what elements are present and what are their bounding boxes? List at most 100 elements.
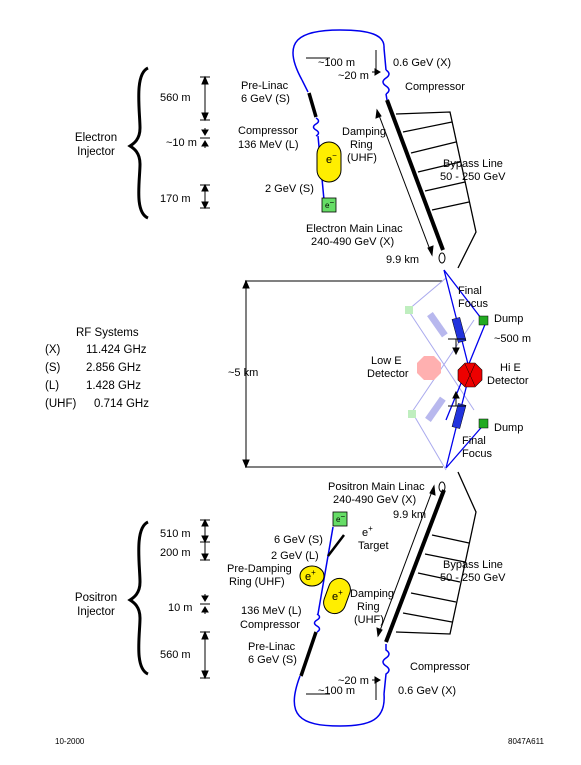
electron-top-energy: 0.6 GeV (X) [393,57,451,69]
electron-damping-label-2: Ring [350,139,373,151]
hi-e-detector-line-2 [464,363,476,387]
positron-predamping-ring [299,565,325,587]
rf-systems-title: RF Systems [76,327,139,339]
electron-main-linac [385,99,445,251]
positron-prelinac-name: Pre-Linac [248,641,296,653]
separation-label: ~500 m [494,333,531,345]
positron-bottom-energy: 0.6 GeV (X) [398,685,456,697]
positron-source-label: e− [336,512,345,524]
electron-bypass-energy: 50 - 250 GeV [440,171,506,183]
electron-ring-label: e− [326,151,337,166]
electron-top-compressor-wiggle [382,47,390,95]
electron-compressor-name: Compressor [238,125,298,137]
positron-return-loop [293,675,385,727]
positron-compressor-label: Compressor [410,661,470,673]
electron-compressor-energy: 136 MeV (L) [238,139,299,151]
positron-injector-brace [127,520,149,676]
rf-band-x: (X) [45,344,61,356]
electron-dist-560: 560 m [160,92,191,104]
positron-main-linac-name: Positron Main Linac [328,481,425,493]
electron-dimension-markers [200,75,210,210]
positron-linac-length: 9.9 km [393,509,426,521]
low-e-dump-bottom [408,410,416,418]
electron-dist-10: ~10 m [166,137,197,149]
final-focus-bottom-1: Final [462,435,486,447]
positron-top-compressor-wiggle [382,644,390,695]
footer-figure-id: 8047A611 [508,737,544,746]
electron-prelinac-name: Pre-Linac [241,80,289,92]
electron-low-compressor [312,117,320,137]
ir-span-dimension [242,279,443,469]
positron-target-label: e+ [362,524,373,539]
positron-injector-title-1: Positron [75,592,117,604]
positron-main-linac [384,489,446,643]
positron-damping-label-1: Damping [350,588,394,600]
positron-compressor-name: Compressor [240,619,300,631]
positron-bypass-line [395,471,477,635]
electron-main-linac-energy: 240-490 GeV (X) [311,236,394,248]
positron-predamping-label-1: Pre-Damping [227,563,292,575]
ir-span-label: ~5 km [228,367,258,379]
positron-bypass-name: Bypass Line [443,559,503,571]
electron-bypass-name: Bypass Line [443,158,503,170]
positron-loop-distance: ~100 m [318,685,355,697]
positron-dist-200: 200 m [160,547,191,559]
electron-damping-ring [316,141,342,183]
electron-bypass-rungs [402,121,470,211]
hi-e-dump-bottom [478,418,489,429]
positron-capture-energy: 2 GeV (L) [271,550,319,562]
positron-damping-ring-label: e+ [332,588,343,603]
dump-top-label: Dump [494,313,523,325]
rf-band-uhf: (UHF) [45,398,76,410]
positron-damping-label-3: (UHF) [354,614,384,626]
hi-e-label-1: Hi E [500,362,521,374]
electron-loop-distance: ~100 m [318,57,355,69]
positron-length-arrow [376,484,436,638]
hi-e-dump-top [478,315,489,326]
dump-bottom-label: Dump [494,422,523,434]
positron-prelinac-energy: 6 GeV (S) [248,654,297,666]
positron-injector-title-2: Injector [77,606,115,618]
electron-damping-label-1: Damping [342,126,386,138]
electron-loop-join [301,79,309,93]
electron-injector-title-1: Electron [75,132,117,144]
electron-top-compressor: Compressor [405,81,465,93]
final-focus-top-2: Focus [458,298,488,310]
positron-prelinac [299,631,318,677]
low-e-final-focus [425,312,448,422]
electron-main-linac-name: Electron Main Linac [306,223,403,235]
positron-dist-10: 10 m [168,602,192,614]
electron-source-label: e− [325,198,334,210]
electron-injector-brace [127,66,149,220]
electron-dist-170: 170 m [160,193,191,205]
positron-bottom-dim-markers [306,676,381,700]
rf-band-s: (S) [45,362,61,374]
footer-date: 10-2000 [55,737,85,746]
electron-prelinac-energy: 6 GeV (S) [241,93,290,105]
low-e-label-1: Low E [371,355,402,367]
positron-damping-ring [323,577,351,615]
positron-low-compressor [313,613,321,633]
electron-injector-title-2: Injector [77,146,115,158]
final-focus-bottom-2: Focus [462,448,492,460]
rf-freq-l: 1.428 GHz [86,380,141,392]
electron-prelinac [307,92,318,118]
electron-top-dim-markers [372,50,381,76]
positron-drive-source [332,511,348,527]
positron-predamping-ring-label: e+ [305,568,316,583]
electron-source [321,197,337,213]
positron-drive-energy: 6 GeV (S) [274,534,323,546]
low-e-dump-top [405,306,413,314]
electron-length-arrow [375,108,434,257]
positron-bypass-rungs [402,534,470,623]
positron-bypass-energy: 50 - 250 GeV [440,572,506,584]
electron-linac-length: 9.9 km [386,254,419,266]
electron-linac-marker [438,252,446,264]
positron-predamping-label-2: Ring (UHF) [229,576,285,588]
electron-turnaround [385,93,388,101]
positron-capture-linac [327,534,345,557]
positron-dimension-markers [200,518,210,680]
low-e-detector [417,356,441,380]
